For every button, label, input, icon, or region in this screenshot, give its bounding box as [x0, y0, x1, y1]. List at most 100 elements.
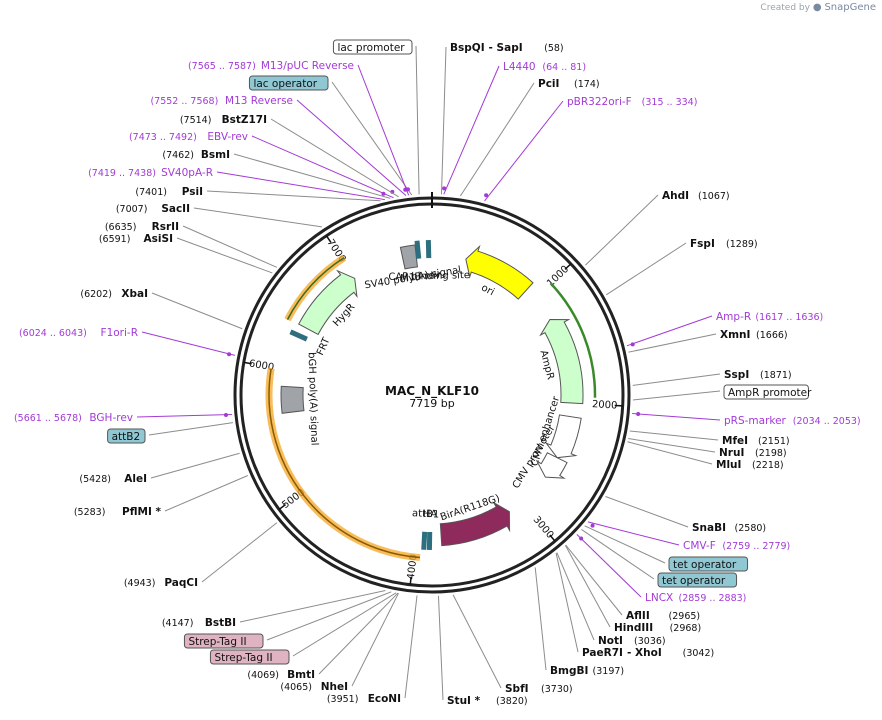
feature-box-label: lac operator — [253, 78, 317, 90]
snapgene-logo-icon: ● — [812, 2, 822, 13]
leader-line — [632, 390, 721, 401]
plasmid-length: 7719 bp — [409, 397, 454, 410]
leader-line — [201, 522, 278, 583]
marker-frt — [289, 329, 308, 342]
site-name: BmgBI — [550, 665, 588, 677]
site-name: AhdI — [662, 190, 689, 202]
primer-marker — [227, 352, 232, 357]
site-label: FspI(1289) — [690, 238, 758, 250]
site-name: FspI — [690, 238, 715, 250]
site-position: (58) — [544, 43, 564, 54]
site-position: (3730) — [541, 684, 573, 695]
site-label: NruI(2198) — [719, 447, 787, 459]
site-name: XbaI — [121, 288, 148, 300]
marker-m13-rev — [414, 240, 422, 259]
feature-box — [183, 633, 264, 649]
primer-marker — [223, 413, 228, 418]
site-label: EcoNI(3951) — [327, 693, 401, 705]
leader-line — [296, 99, 407, 197]
leader-line — [351, 592, 399, 687]
feature-bgh-polya — [280, 385, 305, 414]
leader-line — [437, 595, 444, 701]
site-name: XmnI — [720, 329, 750, 341]
primer-marker — [484, 193, 489, 198]
label-attb1: attB1 — [412, 508, 440, 520]
site-label: AmpR promoter — [723, 384, 812, 400]
leader-line — [628, 333, 717, 353]
site-label: StuI *(3820) — [447, 695, 528, 707]
feature-label-ampr: AmpR — [538, 349, 556, 381]
tick-mark — [564, 263, 572, 270]
site-label: pRS-marker(2034 .. 2053) — [724, 415, 861, 427]
feature-cmv-promoter — [535, 452, 568, 479]
leader-line — [176, 237, 273, 274]
leader-line — [141, 331, 236, 356]
feature-box — [723, 384, 809, 400]
plasmid-name: MAC_N_KLF10 — [385, 384, 479, 399]
site-position: (1666) — [756, 330, 788, 341]
site-label: PsiI(7401) — [135, 186, 203, 198]
site-position: (7565 .. 7587) — [188, 61, 256, 72]
hyg-band-line — [286, 257, 345, 320]
site-name: SbfI — [505, 683, 529, 695]
watermark-brand: SnapGene — [824, 2, 876, 13]
site-position: (6591) — [99, 234, 131, 245]
feature-box-label: tet operator — [673, 559, 737, 571]
plasmid-backbone — [233, 192, 631, 594]
leader-line — [585, 194, 659, 266]
site-label: MluI(2218) — [716, 459, 784, 471]
site-position: (6024 .. 6043) — [19, 328, 87, 339]
site-position: (3036) — [634, 636, 666, 647]
site-label: AflII(2965) — [626, 610, 700, 622]
site-label: AhdI(1067) — [662, 190, 730, 202]
site-name: AleI — [124, 473, 147, 485]
primer-marker — [442, 186, 447, 191]
site-position: (7552 .. 7568) — [150, 96, 218, 107]
leader-line — [233, 153, 391, 199]
site-label: XbaI(6202) — [80, 288, 148, 300]
leader-line — [136, 413, 232, 418]
site-label: lac operator — [248, 75, 329, 91]
site-position: (5283) — [74, 507, 106, 518]
site-name: BstBI — [205, 617, 236, 629]
feature-box — [657, 572, 738, 588]
site-label: PaeR7I- XhoI(3042) — [582, 647, 714, 659]
site-position: (3042) — [683, 648, 715, 659]
site-label: NheI(4065) — [280, 681, 348, 693]
site-name: SacII — [161, 203, 190, 215]
site-name: NotI — [598, 635, 623, 647]
site-name: Amp-R — [716, 311, 751, 323]
site-label: M13 Reverse(7552 .. 7568) — [150, 95, 293, 107]
site-label: Strep-Tag II — [183, 633, 264, 649]
leader-line — [584, 525, 666, 564]
leader-line — [534, 567, 547, 671]
feature-box-label: Strep-Tag II — [214, 652, 272, 664]
site-name: CMV-F — [683, 540, 716, 552]
site-position: (5661 .. 5678) — [14, 413, 82, 424]
primer-marker — [636, 412, 641, 417]
leader-line — [251, 135, 394, 199]
site-name: RsrII — [152, 221, 179, 233]
site-label: SV40pA-R(7419 .. 7438) — [88, 167, 213, 179]
site-name: LNCX — [645, 592, 673, 604]
site-name: EBV-rev — [207, 131, 248, 143]
leader-line — [587, 521, 680, 546]
site-label: NotI (3036) — [598, 635, 666, 647]
site-name: BsmI — [201, 149, 230, 161]
site-label: MfeI(2151) — [722, 435, 790, 447]
primer-marker — [579, 536, 584, 541]
site-name: AsiSI — [144, 233, 173, 245]
site-position: (315 .. 334) — [642, 97, 698, 108]
snapgene-watermark: Created by ● SnapGene — [760, 2, 876, 13]
site-name: BGH-rev — [89, 412, 133, 424]
site-position: (2580) — [735, 523, 767, 534]
site-position: (7473 .. 7492) — [129, 132, 197, 143]
site-label: Amp-R(1617 .. 1636) — [716, 311, 823, 323]
site-label: SspI(1871) — [724, 369, 792, 381]
site-position: (2198) — [755, 448, 787, 459]
site-label: L4440(64 .. 81) — [503, 61, 586, 73]
site-label: AleI(5428) — [79, 473, 147, 485]
leader-line — [581, 529, 655, 580]
